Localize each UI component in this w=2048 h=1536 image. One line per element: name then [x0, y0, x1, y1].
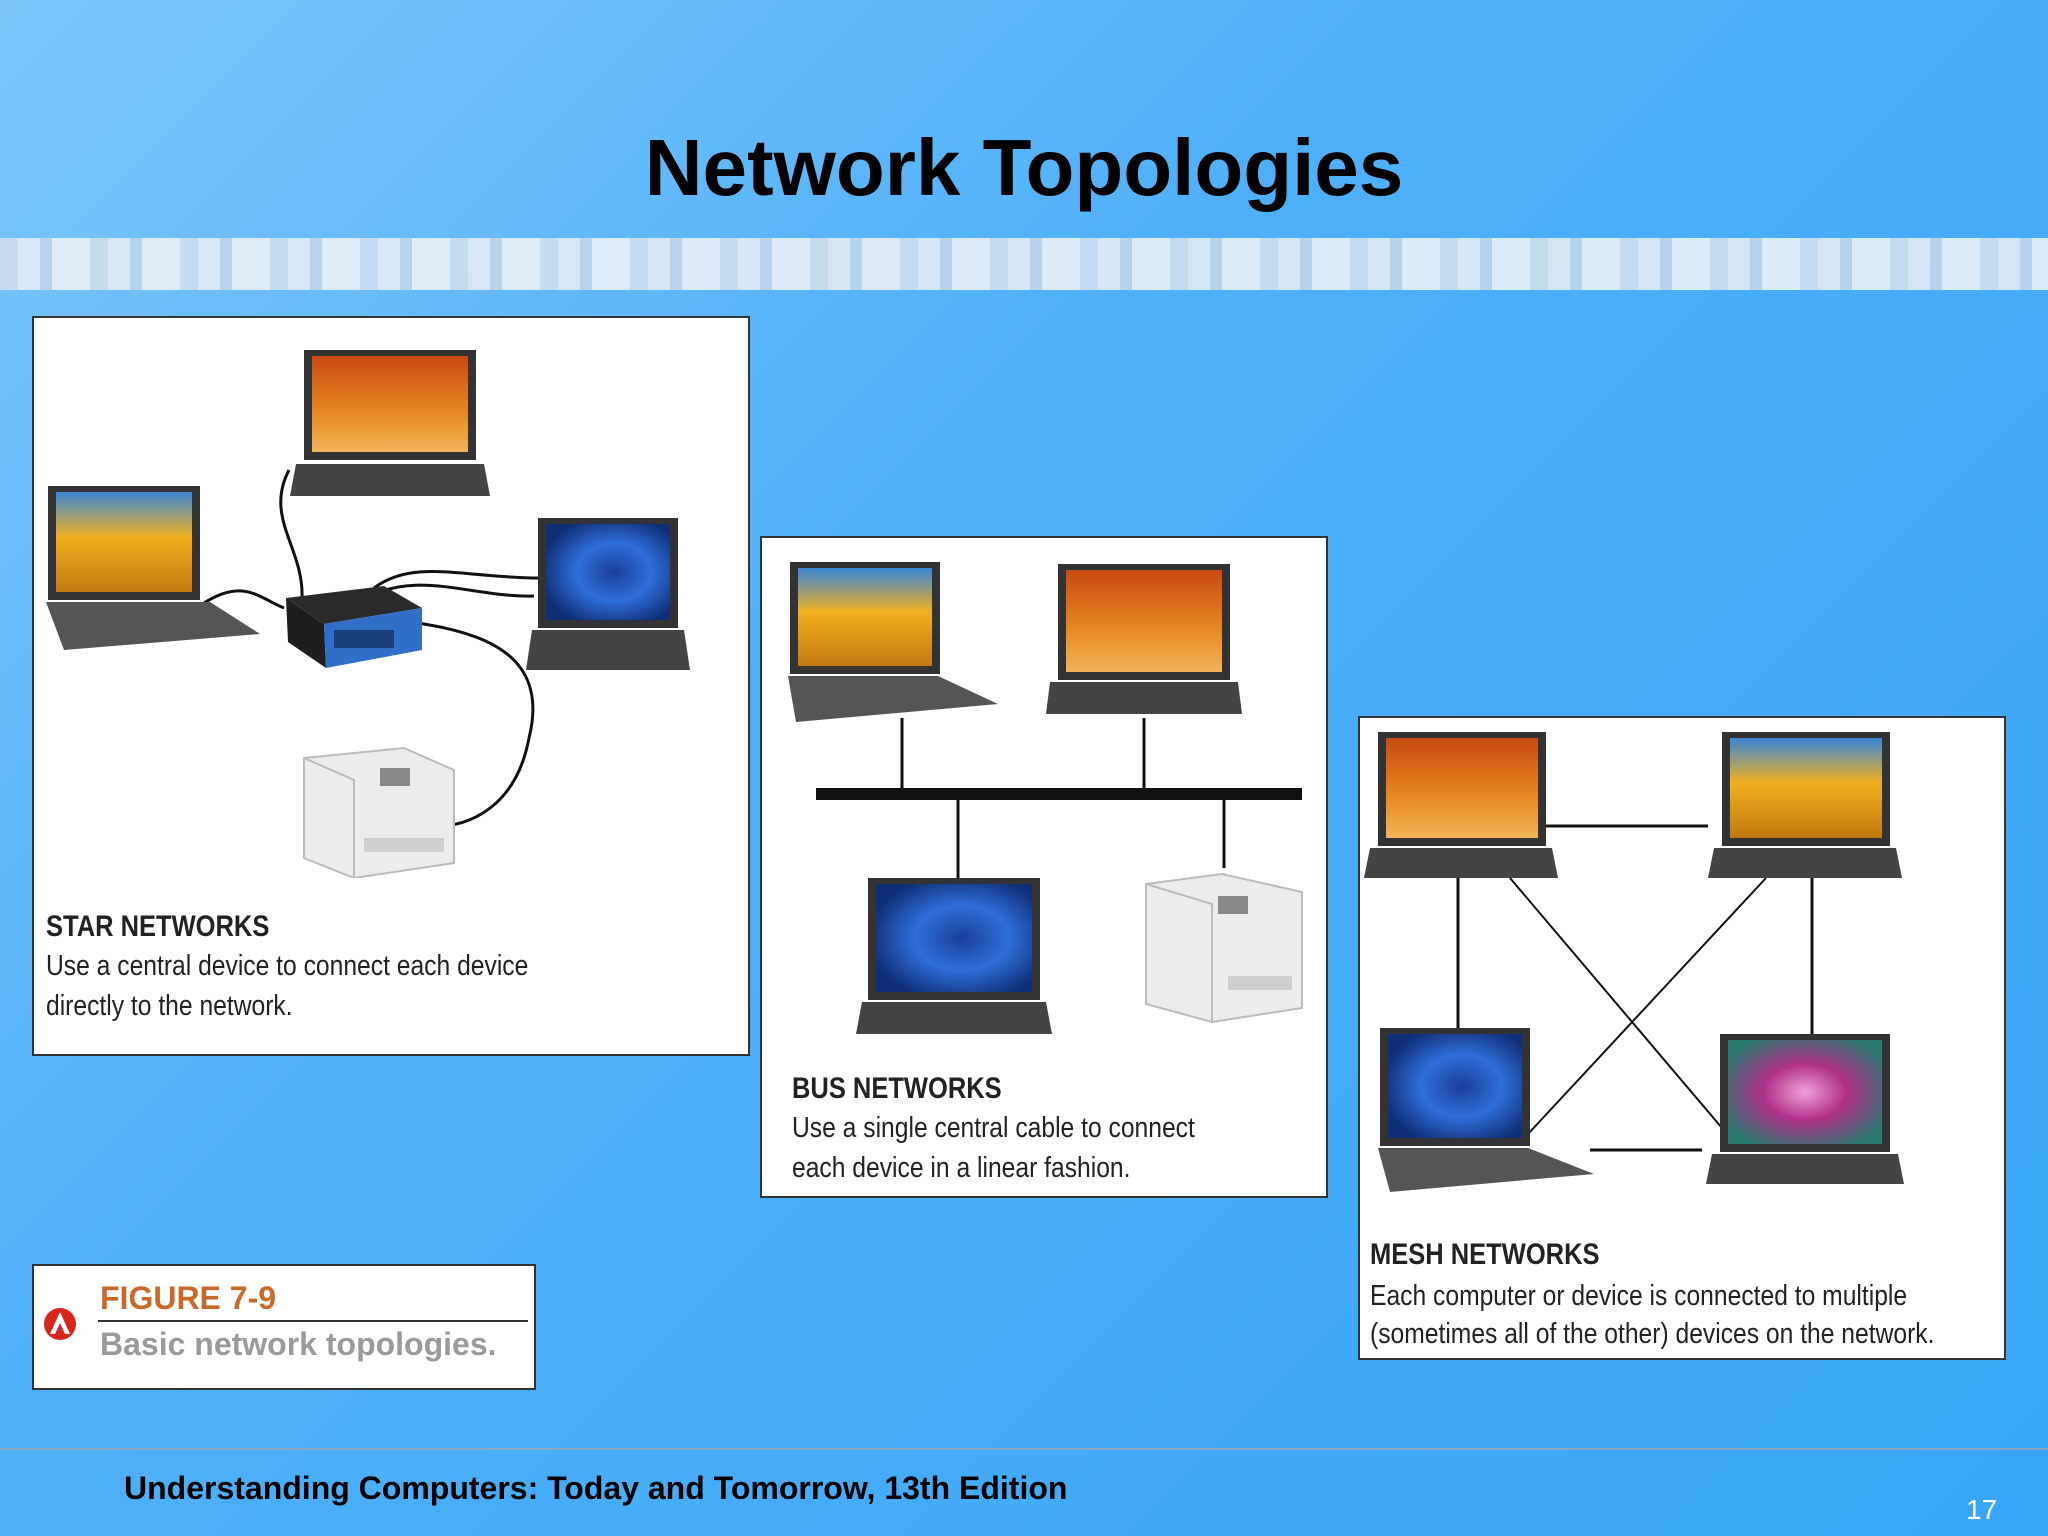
- star-network-diagram: [46, 350, 690, 878]
- figure-description: Basic network topologies.: [100, 1326, 497, 1362]
- page-number: 17: [1966, 1494, 1998, 1525]
- printer-icon: [1145, 872, 1303, 1024]
- star-heading: STAR NETWORKS: [46, 910, 270, 943]
- printer-icon: [303, 746, 455, 878]
- router-icon: [286, 586, 422, 668]
- star-network-panel: STAR NETWORKS Use a central device to co…: [32, 316, 750, 1056]
- mesh-network-diagram: [1364, 732, 1904, 1192]
- figure-caption-box: FIGURE 7-9 Basic network topologies.: [32, 1264, 536, 1390]
- laptop-icon: [1046, 564, 1242, 714]
- laptop-icon: [1364, 732, 1558, 878]
- laptop-icon: [290, 350, 490, 496]
- mesh-description-line1: Each computer or device is connected to …: [1370, 1280, 1908, 1312]
- mesh-network-panel: MESH NETWORKS Each computer or device is…: [1358, 716, 2006, 1360]
- bus-description-line2: each device in a linear fashion.: [792, 1152, 1131, 1184]
- laptop-icon: [856, 878, 1052, 1034]
- mesh-heading: MESH NETWORKS: [1370, 1238, 1600, 1271]
- laptop-icon: [1378, 1028, 1594, 1192]
- figure-label: FIGURE 7-9: [100, 1280, 277, 1316]
- laptop-icon: [1708, 732, 1902, 878]
- decorative-band: [0, 238, 2048, 290]
- publisher-logo-icon: [44, 1308, 76, 1340]
- bus-description-line1: Use a single central cable to connect: [792, 1112, 1195, 1144]
- laptop-icon: [1706, 1034, 1904, 1184]
- bus-network-panel: BUS NETWORKS Use a single central cable …: [760, 536, 1328, 1198]
- star-description-line1: Use a central device to connect each dev…: [46, 950, 529, 982]
- bus-heading: BUS NETWORKS: [792, 1072, 1002, 1105]
- mesh-description-line2: (sometimes all of the other) devices on …: [1370, 1318, 1935, 1350]
- bus-network-diagram: [788, 562, 1303, 1034]
- slide-title: Network Topologies: [644, 123, 1404, 212]
- star-description-line2: directly to the network.: [46, 990, 293, 1022]
- footer-text: Understanding Computers: Today and Tomor…: [124, 1470, 1068, 1506]
- laptop-icon: [46, 486, 260, 650]
- laptop-icon: [526, 518, 690, 670]
- laptop-icon: [788, 562, 998, 722]
- figure-divider: [98, 1320, 528, 1322]
- footer-divider: [0, 1448, 2048, 1450]
